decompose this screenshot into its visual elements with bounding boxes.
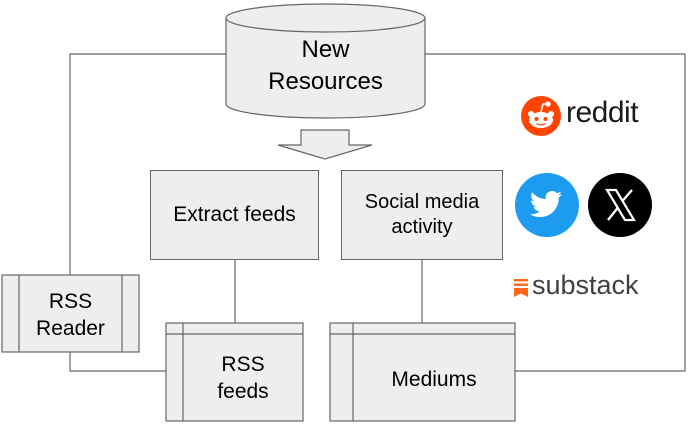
rss-feeds-label: RSS feeds xyxy=(217,353,269,403)
rss-reader-label: RSS Reader xyxy=(36,290,105,340)
reddit-icon xyxy=(521,96,561,136)
x-logo-icon xyxy=(588,173,652,237)
down-arrow xyxy=(277,129,373,160)
mediums-box-shape xyxy=(329,322,516,422)
database-cylinder xyxy=(225,3,426,119)
connector-rss-reader-to-rss-feeds xyxy=(69,352,166,372)
reddit-wordmark: reddit xyxy=(566,96,639,129)
social-media-activity-label: Social media activity xyxy=(364,191,480,238)
reddit-logo: reddit xyxy=(520,95,660,139)
substack-logo: substack xyxy=(513,270,663,302)
social-media-activity-box: Social media activity xyxy=(341,170,503,260)
connector-resources-to-mediums xyxy=(425,53,686,372)
extract-feeds-box: Extract feeds xyxy=(150,170,319,260)
new-resources-label: New Resources xyxy=(268,36,383,95)
rss-feeds-box-shape xyxy=(165,322,304,422)
mediums-label: Mediums xyxy=(391,368,477,391)
substack-wordmark: substack xyxy=(532,270,639,300)
substack-icon xyxy=(514,279,528,297)
rss-reader-box-shape xyxy=(1,274,140,353)
extract-feeds-label: Extract feeds xyxy=(173,203,296,226)
twitter-bird-icon xyxy=(515,173,579,237)
connector-resources-to-rss-reader xyxy=(69,53,226,275)
